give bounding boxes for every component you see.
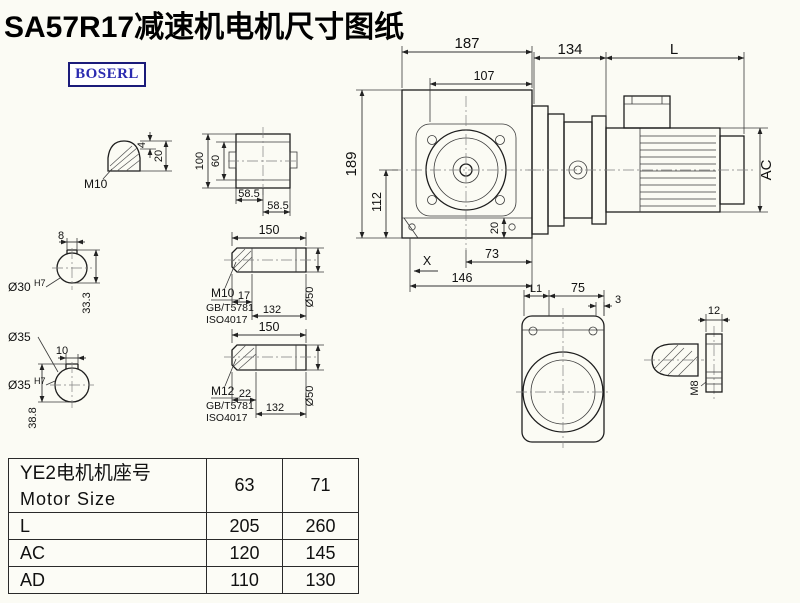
output-flange-view: L1 75 3 (516, 281, 621, 448)
dim-20-label: 20 (489, 222, 501, 234)
dim-100-label: 100 (194, 152, 206, 170)
value-AD-63: 110 (206, 566, 283, 594)
value-AC-63: 120 (206, 539, 283, 567)
row-label-L: L (8, 512, 207, 540)
dim-132-s1-label: 132 (263, 304, 281, 316)
top-view-part: 60 100 58.5 58.5 (194, 127, 298, 216)
boserl-logo: BOSERL (68, 62, 146, 87)
stud-thread-label: M8 (689, 380, 701, 395)
row-label-AC: AC (8, 539, 207, 567)
bore-30-tol-label: H7 (34, 278, 46, 288)
dim-75-label: 75 (571, 281, 585, 295)
shaft-35-dia-label: Ø35 (8, 330, 31, 344)
dim-60-label: 60 (210, 155, 222, 167)
frame-size-63: 63 (206, 458, 283, 513)
shaft-option-1: 150 M10 GB/T5781 ISO4017 17 132 Ø50 (206, 223, 324, 326)
value-L-71: 260 (282, 512, 359, 540)
value-AD-71: 130 (282, 566, 359, 594)
dim-12-label: 12 (708, 305, 720, 317)
dim-AC-label: AC (758, 159, 775, 180)
stud-detail-view: 12 M8 (644, 305, 730, 400)
table-row-L: L 205 260 (8, 512, 359, 540)
dim-20-key-label: 20 (153, 150, 165, 162)
dim-388-label: 38.8 (27, 407, 39, 428)
motor-size-table: YE2电机机座号 Motor Size 63 71 L 205 260 AC 1… (8, 458, 359, 594)
dim-134-label: 134 (557, 41, 582, 58)
dim-73-label: 73 (485, 247, 499, 261)
dim-22-label: 22 (239, 388, 251, 400)
shaft2-std1-label: GB/T5781 (206, 400, 254, 412)
frame-size-71: 71 (282, 458, 359, 513)
dim-107-label: 107 (474, 69, 495, 83)
shaft-option-2: 150 M12 GB/T5781 ISO4017 22 132 Ø50 (206, 320, 324, 424)
dim-585a-label: 58.5 (238, 188, 259, 200)
page-title: SA57R17减速机电机尺寸图纸 (4, 11, 405, 44)
gearbox-front-view: 187 107 189 112 20 73 146 (343, 35, 565, 292)
dim-132-s2-label: 132 (266, 402, 284, 414)
dim-150-s2-label: 150 (259, 320, 280, 334)
bore-35-dia-label: Ø35 (8, 378, 31, 392)
shaft2-std2-label: ISO4017 (206, 412, 248, 424)
motor-size-header-cell: YE2电机机座号 Motor Size (8, 458, 207, 513)
shaft2-thread-label: M12 (211, 384, 235, 398)
dim-L-label: L (670, 41, 678, 58)
dim-4-label: 4 (136, 142, 148, 148)
x-direction-label: X (423, 254, 432, 268)
value-AC-71: 145 (282, 539, 359, 567)
dim-10-label: 10 (56, 345, 68, 357)
row-label-AD: AD (8, 566, 207, 594)
motor-size-label-en: Motor Size (20, 488, 117, 509)
motor-side-view: 134 L AC (528, 41, 775, 225)
dim-585b-label: 58.5 (267, 200, 288, 212)
dim-150-s1-label: 150 (259, 223, 280, 237)
dim-333-label: 33.3 (81, 292, 93, 313)
bore-30-dia-label: Ø30 (8, 280, 31, 294)
table-row-AD: AD 110 130 (8, 566, 359, 594)
bore-35-tol-label: H7 (34, 376, 46, 386)
shaft1-std1-label: GB/T5781 (206, 302, 254, 314)
shaft1-std2-label: ISO4017 (206, 314, 248, 326)
dim-112-label: 112 (370, 192, 384, 212)
key-detail-view: M10 4 20 (84, 132, 172, 191)
dim-50-s1-label: Ø50 (304, 287, 316, 308)
dim-189-label: 189 (343, 151, 360, 176)
motor-size-label-cn: YE2电机机座号 (20, 462, 151, 484)
bore-35-section: Ø35 10 Ø35 H7 38.8 (8, 330, 94, 429)
bore-30-section: 8 33.3 Ø30 H7 (8, 230, 100, 314)
table-row-AC: AC 120 145 (8, 539, 359, 567)
boserl-logo-text: BOSERL (75, 66, 139, 82)
key-thread-label: M10 (84, 177, 108, 191)
shaft1-thread-label: M10 (211, 286, 235, 300)
dim-146-label: 146 (452, 271, 473, 285)
dim-17-label: 17 (238, 290, 250, 302)
table-header-row: YE2电机机座号 Motor Size 63 71 (8, 458, 359, 513)
dim-50-s2-label: Ø50 (304, 386, 316, 407)
dim-8-label: 8 (58, 230, 64, 242)
dim-L1-label: L1 (530, 283, 542, 295)
dim-3-label: 3 (615, 294, 621, 306)
dim-187-label: 187 (454, 35, 479, 52)
value-L-63: 205 (206, 512, 283, 540)
